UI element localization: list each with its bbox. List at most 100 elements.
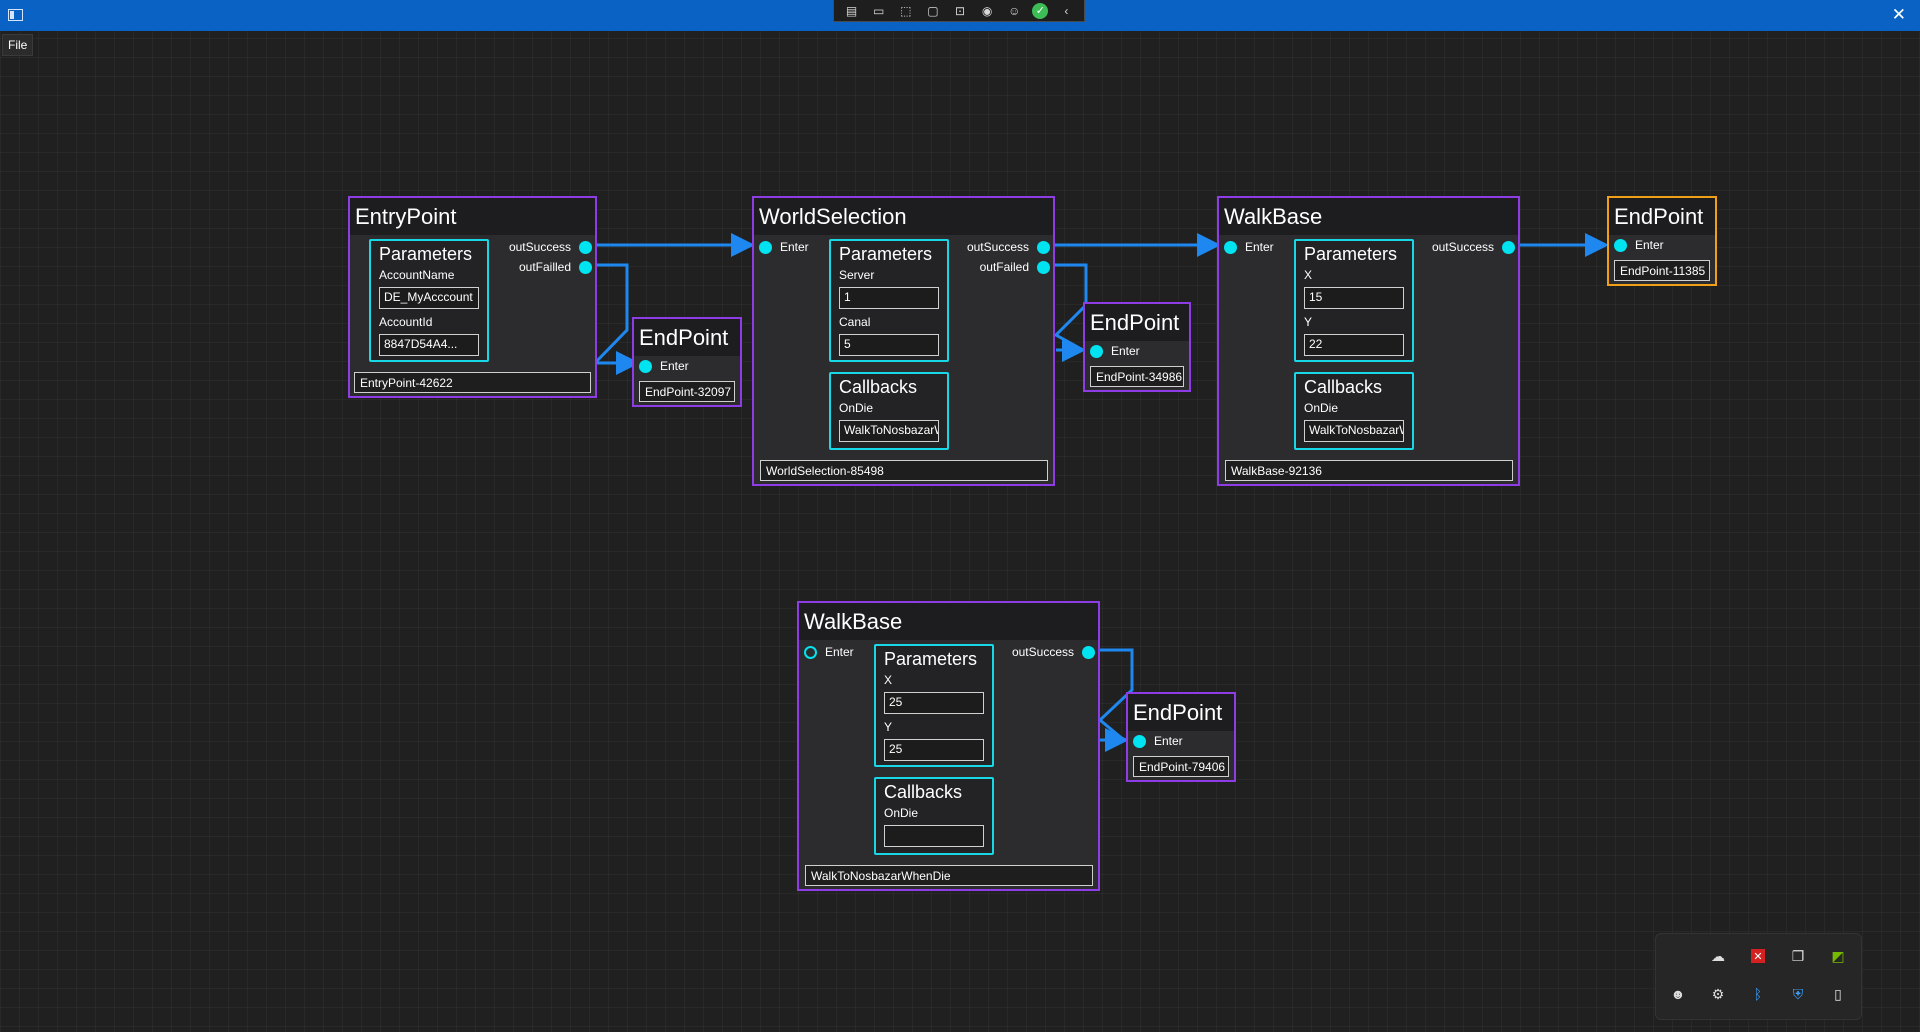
port-dot[interactable] [1037, 240, 1050, 254]
endpoint-node[interactable]: EndPoint Enter EndPoint-32097 [632, 317, 742, 407]
group-title: Callbacks [1304, 377, 1383, 397]
system-tray-overflow: ☁ ✕ ❐ ◩ ☻ ⚙ ᛒ ⛨ ▯ [1655, 933, 1862, 1020]
port-label: outFailled [518, 260, 571, 274]
x-input[interactable]: 25 [884, 692, 984, 714]
x-input[interactable]: 15 [1304, 287, 1404, 309]
video-icon[interactable]: ▭ [872, 3, 885, 18]
collapse-icon[interactable]: ‹ [1064, 3, 1069, 18]
canal-input[interactable]: 5 [839, 334, 939, 356]
enter-port[interactable]: Enter [804, 645, 854, 659]
port-dot[interactable] [579, 260, 592, 274]
callbacks-group: Callbacks OnDie WalkToNosbazarW [1294, 372, 1414, 450]
group-title: Parameters [884, 649, 978, 669]
discord-icon[interactable]: ☻ [1670, 986, 1686, 1002]
node-name-input[interactable]: EntryPoint-42622 [354, 372, 591, 393]
field-label: AccountName [379, 268, 455, 282]
walkbase-node[interactable]: WalkBase Enter outSuccess Parameters X 1… [1217, 196, 1520, 486]
enter-port[interactable]: Enter [1224, 240, 1274, 254]
ondie-input[interactable]: WalkToNosbazarW [1304, 420, 1404, 442]
field-label: AccountId [379, 315, 433, 329]
out-success-port[interactable]: outSuccess [1012, 645, 1095, 659]
nvidia-icon[interactable]: ◩ [1831, 947, 1845, 964]
close-icon[interactable]: ✕ [1891, 5, 1906, 24]
port-dot[interactable] [579, 240, 592, 254]
out-success-port[interactable]: outSuccess [967, 240, 1050, 254]
entrypoint-node[interactable]: EntryPoint outSuccess outFailled Paramet… [348, 196, 597, 398]
enter-port[interactable]: Enter [759, 240, 809, 254]
ondie-input[interactable] [884, 825, 984, 847]
red-x-icon[interactable]: ✕ [1748, 946, 1768, 966]
field-label: OnDie [884, 806, 919, 820]
port-label: Enter [1635, 238, 1664, 252]
port-dot[interactable] [1037, 260, 1050, 274]
wire-entry-failed [591, 263, 640, 375]
field-label: OnDie [839, 401, 874, 415]
port-dot[interactable] [1224, 240, 1237, 254]
node-name-input[interactable]: EndPoint-79406 [1133, 756, 1229, 777]
debug-toolbar: ▤ ▭ ⬚ ▢ ⊡ ◉ ☺ ✓ ‹ [833, 0, 1085, 22]
port-dot[interactable] [1614, 238, 1627, 252]
port-dot[interactable] [1502, 240, 1515, 254]
field-label: OnDie [1304, 401, 1339, 415]
enter-port[interactable]: Enter [1133, 734, 1183, 748]
parameters-group: Parameters X 25 Y 25 [874, 644, 994, 767]
field-label: Y [1304, 315, 1313, 329]
steam-icon[interactable]: ⚙ [1711, 985, 1725, 1002]
node-name-input[interactable]: WalkBase-92136 [1225, 460, 1513, 481]
window-icon[interactable]: ❐ [1791, 947, 1805, 964]
node-name-input[interactable]: EndPoint-11385 [1614, 260, 1710, 281]
live-tree-icon[interactable]: ▤ [845, 3, 858, 18]
port-dot[interactable] [804, 645, 817, 659]
server-input[interactable]: 1 [839, 287, 939, 309]
usb-icon[interactable]: ▯ [1834, 985, 1842, 1002]
security-warning-icon[interactable]: ⛨ [1792, 985, 1804, 1002]
field-label: X [884, 673, 893, 687]
binding-icon[interactable]: ◉ [981, 3, 993, 18]
node-title: EntryPoint [350, 198, 595, 235]
account-name-input[interactable]: DE_MyAcccount [379, 287, 479, 309]
parameters-group: Parameters AccountName DE_MyAcccount Acc… [369, 239, 489, 362]
node-name-input[interactable]: WalkToNosbazarWhenDie [805, 865, 1093, 886]
out-success-port[interactable]: outSuccess [1432, 240, 1515, 254]
endpoint-node[interactable]: EndPoint Enter EndPoint-34986 [1083, 302, 1191, 392]
node-name-input[interactable]: WorldSelection-85498 [760, 460, 1048, 481]
endpoint-node[interactable]: EndPoint Enter EndPoint-79406 [1126, 692, 1236, 782]
walkbase-node[interactable]: WalkBase Enter outSuccess Parameters X 2… [797, 601, 1100, 891]
port-label: outFailed [979, 260, 1029, 274]
check-icon[interactable]: ✓ [1032, 2, 1049, 19]
node-name-input[interactable]: EndPoint-32097 [639, 381, 735, 402]
track-focus-icon[interactable]: ⊡ [954, 3, 966, 18]
port-label: Enter [780, 240, 809, 254]
out-failed-port[interactable]: outFailled [519, 260, 592, 274]
accessibility-icon[interactable]: ☺ [1008, 3, 1021, 18]
cloud-icon[interactable]: ☁ [1711, 947, 1725, 964]
enter-port[interactable]: Enter [639, 359, 689, 373]
node-name-input[interactable]: EndPoint-34986 [1090, 366, 1184, 387]
select-element-icon[interactable]: ⬚ [900, 3, 912, 18]
y-input[interactable]: 25 [884, 739, 984, 761]
port-dot[interactable] [1090, 344, 1103, 358]
node-title: EndPoint [1085, 304, 1189, 341]
port-label: Enter [1111, 344, 1140, 358]
port-dot[interactable] [1082, 645, 1095, 659]
field-label: Server [839, 268, 875, 282]
node-title: EndPoint [634, 319, 740, 356]
account-id-input[interactable]: 8847D54A4... [379, 334, 479, 356]
bluetooth-icon[interactable]: ᛒ [1753, 986, 1763, 1002]
worldselection-node[interactable]: WorldSelection Enter outSuccess outFaile… [752, 196, 1055, 486]
port-dot[interactable] [1133, 734, 1146, 748]
out-success-port[interactable]: outSuccess [509, 240, 592, 254]
node-title: EndPoint [1128, 694, 1234, 731]
port-label: outSuccess [508, 240, 571, 254]
port-dot[interactable] [759, 240, 772, 254]
port-dot[interactable] [639, 359, 652, 373]
display-layout-icon[interactable]: ▢ [927, 3, 939, 18]
menu-file[interactable]: File [2, 34, 34, 56]
ondie-input[interactable]: WalkToNosbazarW [839, 420, 939, 442]
enter-port[interactable]: Enter [1090, 344, 1140, 358]
out-failed-port[interactable]: outFailed [980, 260, 1050, 274]
y-input[interactable]: 22 [1304, 334, 1404, 356]
callbacks-group: Callbacks OnDie WalkToNosbazarW [829, 372, 949, 450]
enter-port[interactable]: Enter [1614, 238, 1664, 252]
endpoint-node-selected[interactable]: EndPoint Enter EndPoint-11385 [1607, 196, 1717, 286]
